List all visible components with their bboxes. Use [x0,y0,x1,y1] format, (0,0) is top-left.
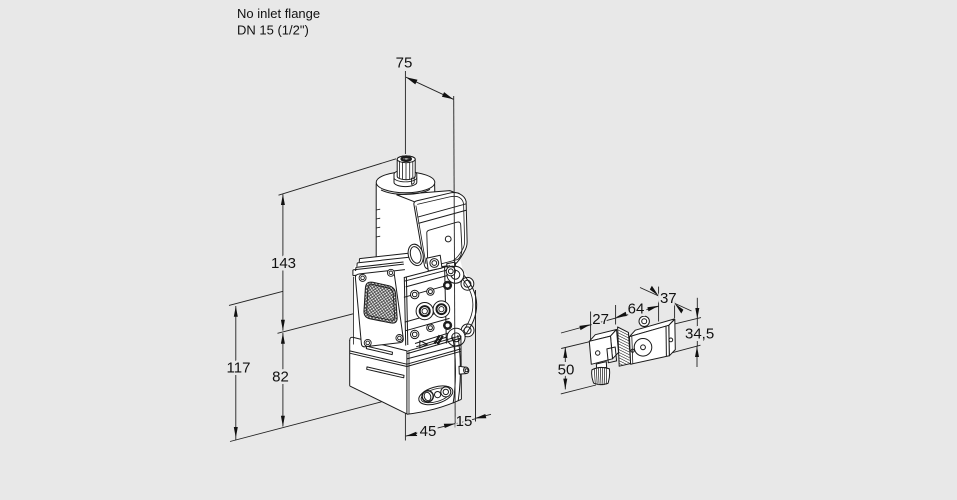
svg-text:45: 45 [420,423,437,440]
svg-text:117: 117 [227,360,251,377]
svg-text:DN 15 (1/2"): DN 15 (1/2") [237,22,309,37]
svg-text:50: 50 [558,361,575,378]
svg-text:15: 15 [456,413,473,430]
svg-text:34,5: 34,5 [685,325,714,342]
svg-text:82: 82 [272,369,289,386]
svg-text:No inlet flange: No inlet flange [237,6,320,21]
svg-text:75: 75 [396,54,413,71]
svg-text:27: 27 [592,311,609,328]
svg-text:143: 143 [271,255,296,272]
svg-text:37: 37 [660,290,677,307]
svg-text:64: 64 [628,300,645,317]
